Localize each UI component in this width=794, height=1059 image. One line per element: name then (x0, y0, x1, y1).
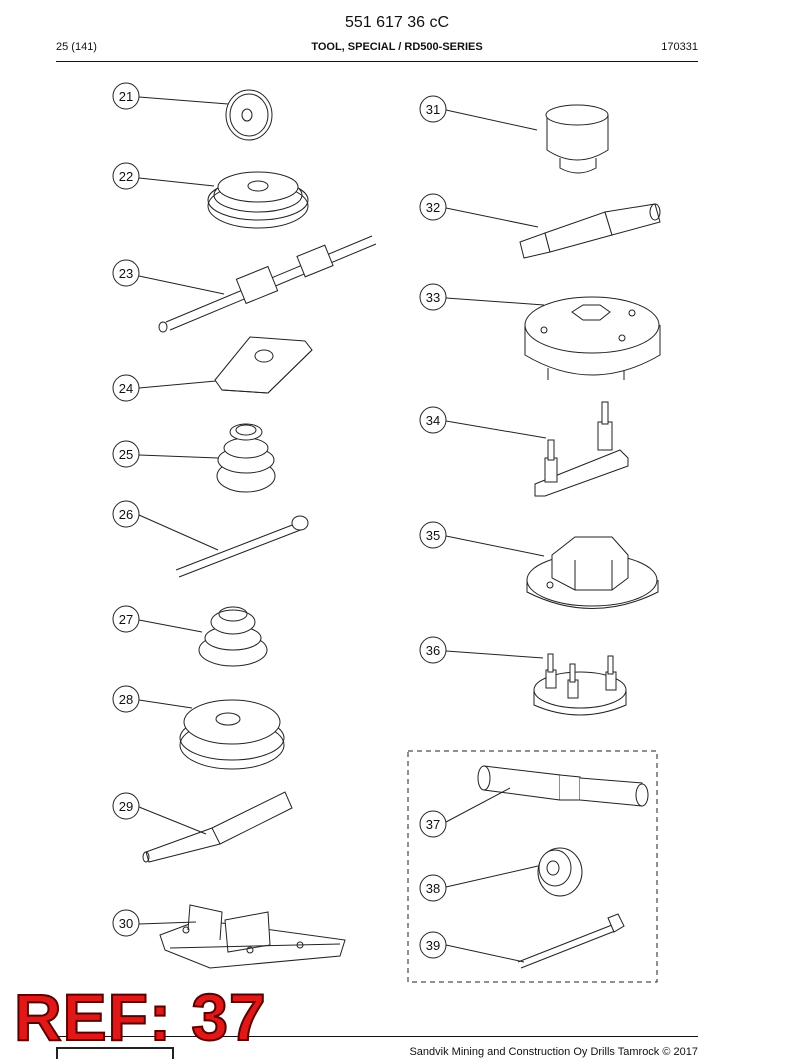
part-36-pinplate-icon (533, 653, 627, 716)
callout-27: 27 (119, 612, 133, 627)
copyright-text: Sandvik Mining and Construction Oy Drill… (409, 1046, 698, 1058)
document-date: 170331 (661, 41, 698, 53)
part-23-shaft-icon (158, 235, 377, 333)
part-30-fixture-icon (159, 904, 346, 969)
part-26-rod-icon (175, 515, 309, 578)
part-31-cup-icon (545, 104, 609, 174)
reference-stamp: REF: 37 (13, 980, 267, 1054)
callout-21: 21 (119, 89, 133, 104)
callout-26: 26 (119, 507, 133, 522)
part-33-plate-icon (524, 296, 661, 380)
callout-30: 30 (119, 916, 133, 931)
callout-25: 25 (119, 447, 133, 462)
callout-38: 38 (426, 881, 440, 896)
callout-34: 34 (426, 413, 440, 428)
callout-37: 37 (426, 817, 440, 832)
callout-32: 32 (426, 200, 440, 215)
group-box-37-39 (407, 750, 658, 983)
part-37-sleeve-icon (477, 765, 649, 807)
part-25-piston-icon (216, 423, 276, 493)
part-27-bushing-icon (198, 606, 268, 667)
document-number: 551 617 36 cC (344, 14, 450, 31)
page-title: TOOL, SPECIAL / RD500-SERIES (311, 41, 483, 53)
callout-circles (112, 82, 447, 959)
page-number: 25 (141) (56, 41, 97, 53)
part-24-wedge-icon (214, 336, 313, 394)
part-29-drift-icon (142, 791, 293, 863)
callout-24: 24 (119, 381, 133, 396)
part-39-bolt-icon (517, 913, 625, 969)
part-28-disc-icon (179, 699, 285, 770)
callout-29: 29 (119, 799, 133, 814)
leader-lines (138, 96, 547, 963)
callout-33: 33 (426, 290, 440, 305)
callout-39: 39 (426, 938, 440, 953)
part-35-hexdisc-icon (526, 536, 659, 609)
part-32-pin-icon (519, 203, 661, 259)
callout-22: 22 (119, 169, 133, 184)
callout-35: 35 (426, 528, 440, 543)
part-34-bracket-icon (534, 401, 629, 497)
callout-36: 36 (426, 643, 440, 658)
part-21-washer-icon (225, 89, 273, 141)
callout-28: 28 (119, 692, 133, 707)
part-38-ring-icon (537, 847, 583, 897)
footer-rule (56, 1036, 698, 1037)
callout-23: 23 (119, 266, 133, 281)
header-rule (56, 61, 698, 62)
part-22-disc-icon (207, 171, 309, 229)
callout-31: 31 (426, 102, 440, 117)
